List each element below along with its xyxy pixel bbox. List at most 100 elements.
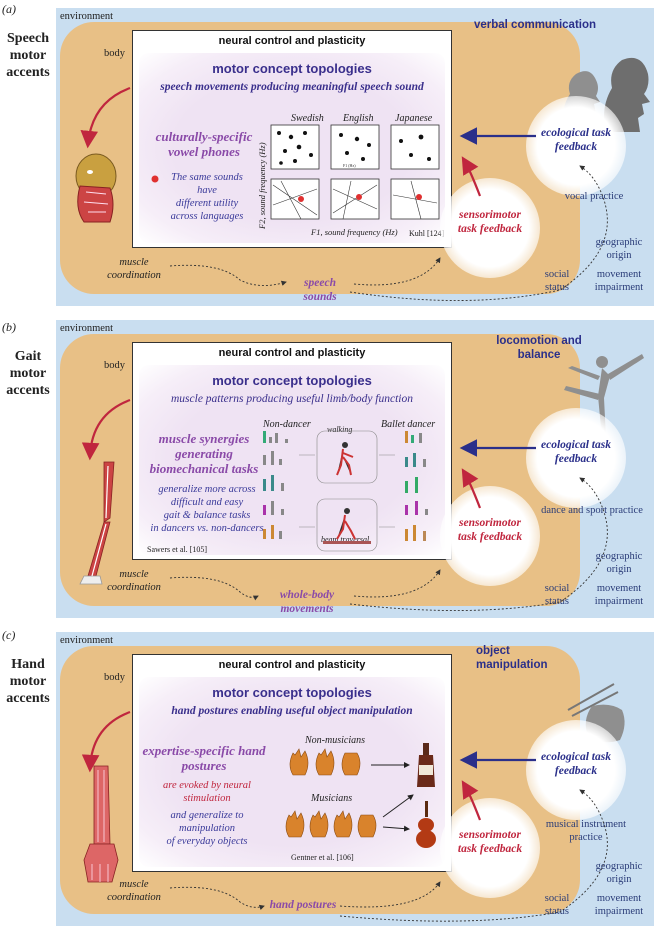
panel-b-arrows xyxy=(81,398,608,611)
posture-arrow xyxy=(382,794,414,818)
sensor-arrow xyxy=(461,780,482,821)
environment-label: environment xyxy=(60,635,114,646)
note-line: of everyday objects xyxy=(166,836,248,847)
coordination-arrow xyxy=(169,886,265,910)
topologies-subtitle: speech movements producing meaningful sp… xyxy=(160,81,424,93)
vowel-plots: F1 (Hz) xyxy=(270,124,440,220)
sensor-feedback-label: sensorimotor task feedback xyxy=(457,517,523,543)
lang-label: Swedish xyxy=(291,113,324,124)
sensor-arrow xyxy=(461,468,482,509)
note-red: are evoked by neural stimulation xyxy=(163,780,251,804)
panel-c-arrows xyxy=(81,710,608,922)
lang-label: Japanese xyxy=(395,113,433,124)
output-arrow xyxy=(339,881,441,908)
leg-anatomy-icon xyxy=(79,461,115,585)
note-line: generalize more across xyxy=(158,484,256,495)
panel-label: (b) xyxy=(2,320,16,334)
citation: Kuhl [124] xyxy=(409,229,445,238)
neural-control-box: neural control and plasticity motor conc… xyxy=(132,30,452,248)
group-label: Musicians xyxy=(311,793,353,804)
practice-label: musical instrument practice xyxy=(545,819,627,843)
red-dot-icon xyxy=(151,175,159,183)
muscle-coordination-label: muscle coordination xyxy=(107,569,161,593)
eco-halo xyxy=(526,96,626,196)
note-line: difficult and easy xyxy=(170,497,244,508)
citation: Gentner et al. [106] xyxy=(291,853,354,862)
practice-label: dance and sport practice xyxy=(541,505,643,516)
sensor-feedback-label: sensorimotor task feedback xyxy=(457,209,523,235)
citation: Sawers et al. [105] xyxy=(147,545,207,554)
output-label: whole-body movements xyxy=(279,589,335,615)
geographic-origin-label: geographic origin xyxy=(595,237,643,261)
neural-title: neural control and plasticity xyxy=(218,35,366,47)
coordination-arrow xyxy=(169,576,259,601)
synergy-label: expertise-specific hand postures xyxy=(142,743,266,773)
neural-control-box: neural control and plasticity motor conc… xyxy=(132,342,452,560)
geographic-origin-label: geographic origin xyxy=(595,861,643,885)
topology-region xyxy=(139,365,445,555)
practice-label: vocal practice xyxy=(564,191,624,202)
panel-c: (c) Hand motor accents environment body … xyxy=(0,626,656,930)
note-block: The same sounds have different utility a… xyxy=(157,171,257,223)
task-label: beam traversal xyxy=(321,535,370,544)
synergy-label: culturally-specific vowel phones xyxy=(155,129,253,159)
topologies-title: motor concept topologies xyxy=(212,61,372,76)
loop-arrow xyxy=(339,789,608,922)
neural-title: neural control and plasticity xyxy=(218,659,366,671)
topic-label: object manipulation xyxy=(476,645,548,671)
topic-label: verbal communication xyxy=(473,19,597,31)
eco-feedback-label: ecological task feedback xyxy=(541,439,611,465)
neural-control-box: neural control and plasticity motor conc… xyxy=(132,654,452,872)
output-arrow xyxy=(353,257,441,286)
topologies-subtitle: muscle patterns producing useful limb/bo… xyxy=(170,393,413,405)
coordination-arrow xyxy=(169,264,287,286)
note-line: different utility xyxy=(175,198,239,209)
panel-a: (a) Speech motor accents environment bod… xyxy=(0,0,656,310)
group-label: Non-musicians xyxy=(305,735,365,746)
output-label: speech sounds xyxy=(303,277,337,303)
note-line: The same sounds xyxy=(171,172,243,183)
panel-a-arrows xyxy=(80,86,608,301)
note-line: in dancers vs. non-dancers xyxy=(150,523,264,534)
muscle-coordination-label: muscle coordination xyxy=(107,879,161,903)
group-label: Ballet dancer xyxy=(381,419,436,430)
social-status-label: social status xyxy=(544,893,570,917)
movement-impairment-label: movement impairment xyxy=(594,893,644,917)
muscle-coordination-label: muscle coordination xyxy=(107,257,161,281)
loop-arrow xyxy=(349,165,608,301)
topologies-title: motor concept topologies xyxy=(212,373,372,388)
motor-arrow xyxy=(80,86,131,149)
topic-label: locomotion and balance xyxy=(496,335,582,361)
geographic-origin-label: geographic origin xyxy=(595,551,643,575)
lang-label: English xyxy=(343,113,374,124)
violin-icon xyxy=(416,801,436,848)
eco-feedback-label: ecological task feedback xyxy=(541,127,611,153)
sensor-feedback-label: sensorimotor task feedback xyxy=(457,829,523,855)
sensor-arrow xyxy=(461,156,482,197)
note-line: across languages xyxy=(170,211,244,222)
posture-arrow xyxy=(382,825,410,832)
sensor-halo xyxy=(440,798,540,898)
arm-anatomy-icon xyxy=(83,765,119,883)
synergy-bars xyxy=(263,430,428,552)
head-anatomy-icon xyxy=(75,153,117,223)
panel-side-title: Gait motor accents xyxy=(6,349,50,398)
panel-b: (b) Gait motor accents environment body … xyxy=(0,318,656,618)
environment-label: environment xyxy=(60,11,114,22)
note-line: gait & balance tasks xyxy=(163,510,251,521)
panel-side-title: Hand motor accents xyxy=(6,657,50,706)
plot-tick: F1 (Hz) xyxy=(343,163,356,168)
body-label: body xyxy=(104,672,125,683)
note-line: and generalize to xyxy=(170,810,244,821)
topologies-title: motor concept topologies xyxy=(212,685,372,700)
output-label: hand postures xyxy=(269,899,337,911)
group-label: Non-dancer xyxy=(263,419,311,430)
panel-label: (c) xyxy=(2,628,16,642)
task-label: walking xyxy=(327,425,353,434)
panel-label: (a) xyxy=(2,2,16,16)
neural-title: neural control and plasticity xyxy=(218,347,366,359)
movement-impairment-label: movement impairment xyxy=(594,269,644,293)
hand-postures xyxy=(285,743,436,848)
bar-glyphs xyxy=(263,431,428,541)
social-status-label: social status xyxy=(544,583,570,607)
